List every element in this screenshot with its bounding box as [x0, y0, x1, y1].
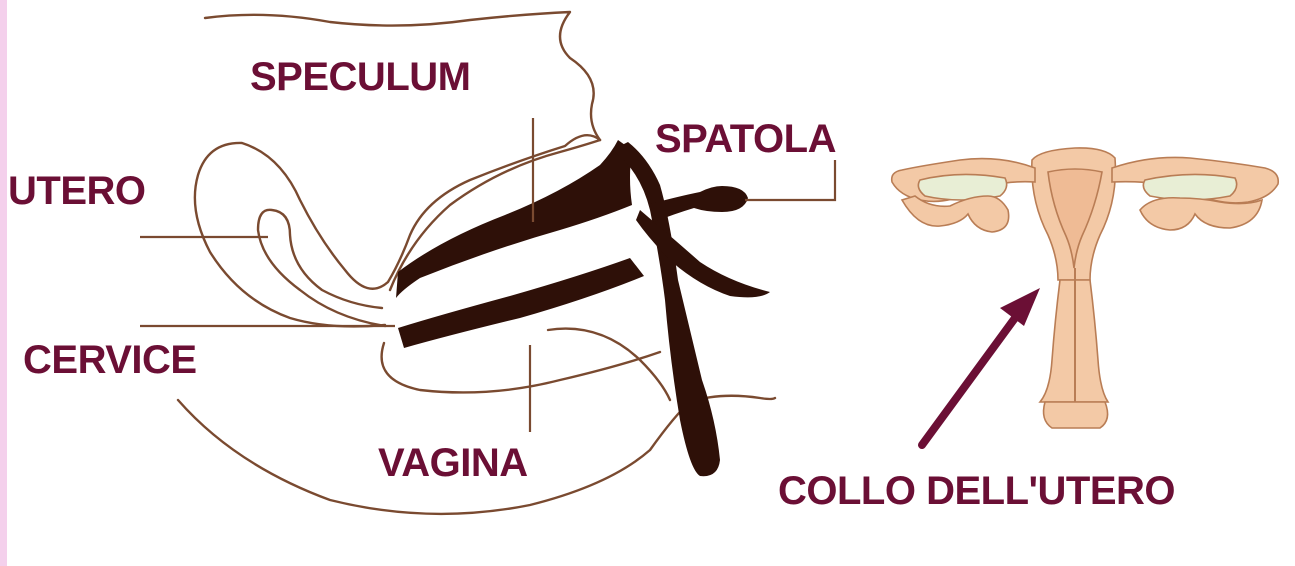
label-spatola: SPATOLA: [655, 116, 836, 162]
ovary-right: [1143, 174, 1236, 200]
uterus-frontal-illustration: [892, 148, 1279, 428]
vaginal-wall-lower: [382, 343, 660, 392]
collo-arrow-head: [1000, 288, 1040, 326]
collo-arrow-shaft: [922, 318, 1015, 445]
collo-arrow: [922, 288, 1040, 445]
cervix-tip: [1044, 402, 1108, 428]
label-vagina: VAGINA: [378, 440, 528, 486]
leader-lines: [140, 118, 835, 432]
spatola-leader: [745, 160, 835, 200]
label-speculum: SPECULUM: [250, 54, 470, 100]
uterine-cavity: [258, 210, 385, 326]
label-utero: UTERO: [8, 168, 146, 214]
spatula-tip: [650, 186, 748, 222]
label-cervice: CERVICE: [23, 337, 197, 383]
labia-outline: [548, 329, 670, 400]
fimbriae-left: [902, 196, 1009, 232]
label-collo-dell-utero: COLLO DELL'UTERO: [778, 468, 1175, 514]
